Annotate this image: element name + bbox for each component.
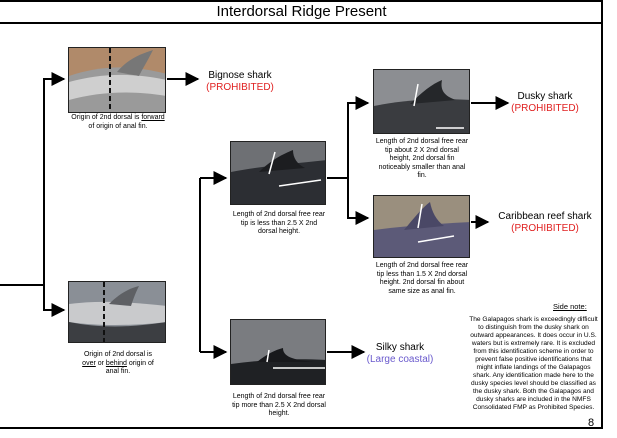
dusky-label: Dusky shark (PROHIBITED): [508, 91, 582, 115]
reef-name: Caribbean reef shark: [498, 211, 592, 222]
reef-fin-image: [374, 196, 469, 257]
bignose-caption: Origin of 2nd dorsal is forward of origi…: [71, 114, 165, 130]
caption-line-3: anal fin.: [105, 368, 131, 376]
dusky-name: Dusky shark: [517, 91, 573, 102]
dorsal-over-anal-image: [69, 282, 165, 342]
page-number: 8: [588, 417, 595, 429]
arrow-to-reef-photo: [347, 178, 370, 225]
bignose-fin-photo: [68, 47, 166, 113]
silky-label: Silky shark (Large coastal): [362, 342, 438, 366]
side-note-heading: Side note:: [553, 302, 587, 311]
long-rear-tip-image: [231, 320, 325, 384]
long-rear-tip-caption: Length of 2nd dorsal free rear tip more …: [232, 393, 326, 418]
silky-name: Silky shark: [375, 342, 425, 353]
bignose-label: Bignose shark (PROHIBITED): [200, 70, 280, 94]
reef-status: (PROHIBITED): [511, 223, 579, 234]
upper-split-line: [327, 96, 370, 179]
reef-label: Caribbean reef shark (PROHIBITED): [488, 211, 602, 235]
caption-line-2: over or behind origin of: [82, 359, 154, 367]
bignose-fin-image: [69, 48, 165, 112]
short-rear-tip-caption: Length of 2nd dorsal free rear tip is le…: [232, 211, 326, 236]
dusky-status: (PROHIBITED): [511, 103, 579, 114]
bignose-status: (PROHIBITED): [206, 82, 274, 93]
dorsal-over-anal-caption: Origin of 2nd dorsal is over or behind o…: [68, 351, 168, 377]
side-note-text: The Galapagos shark is exceedingly diffi…: [469, 316, 598, 411]
dusky-caption: Length of 2nd dorsal free rear tip about…: [375, 138, 469, 180]
title-bar: [0, 0, 603, 24]
silky-status: (Large coastal): [366, 354, 434, 365]
dusky-fin-image: [374, 70, 469, 133]
short-rear-tip-image: [231, 142, 325, 204]
slide-frame: [0, 0, 603, 429]
short-rear-tip-photo: [230, 141, 326, 205]
caption-line-1: Origin of 2nd dorsal is: [83, 351, 153, 358]
dorsal-over-anal-photo: [68, 281, 166, 343]
branch-line-top: [0, 72, 66, 286]
branch-line-bottom: [43, 285, 66, 317]
long-rear-tip-photo: [230, 319, 326, 385]
page-title: Interdorsal Ridge Present: [216, 3, 387, 20]
reef-caption: Length of 2nd dorsal free rear tip less …: [375, 262, 469, 295]
bignose-name: Bignose shark: [208, 70, 272, 81]
reef-fin-photo: [373, 195, 470, 258]
dusky-fin-photo: [373, 69, 470, 134]
